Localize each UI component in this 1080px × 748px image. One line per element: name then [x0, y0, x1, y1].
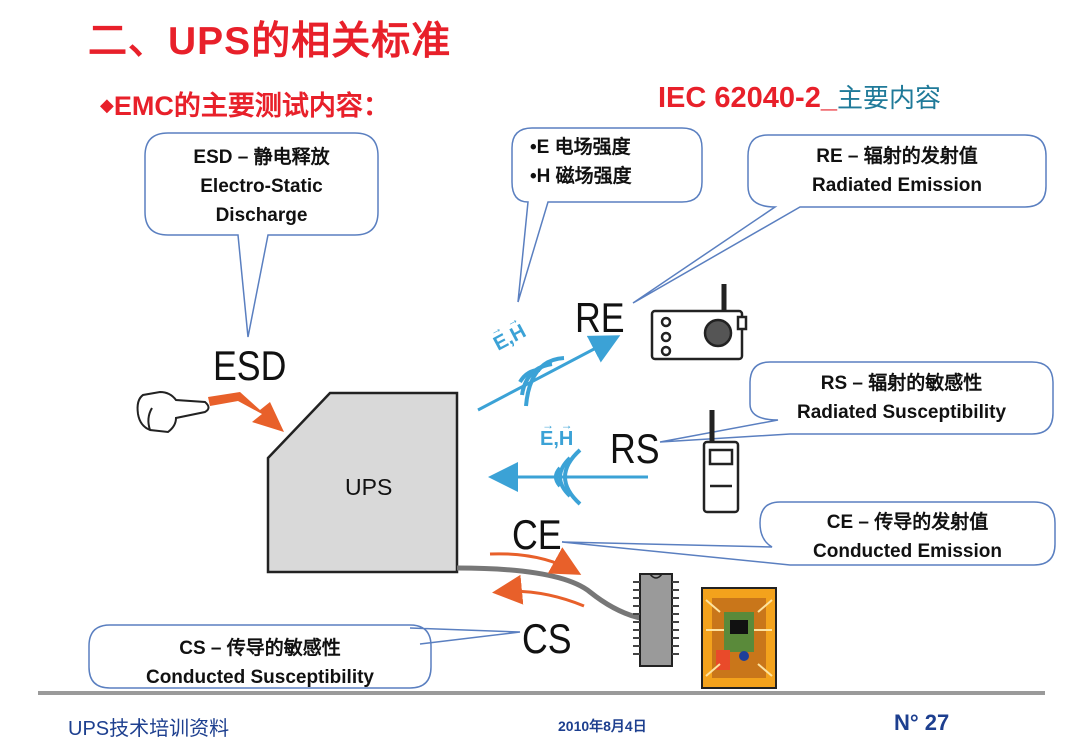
rs-label: RS	[610, 425, 660, 472]
ce-label: CE	[512, 511, 562, 558]
chip-die-icon	[701, 587, 777, 689]
footer-date: 2010年8月4日	[558, 718, 647, 734]
esd-discharge-arrow	[208, 392, 284, 432]
cs-callout: CS – 传导的敏感性 Conducted Susceptibility	[145, 638, 375, 688]
re-callout: RE – 辐射的发射值 Radiated Emission	[812, 146, 982, 196]
subtitle: ◆EMC的主要测试内容：	[100, 91, 390, 121]
ce-callout-bubble	[561, 501, 1056, 566]
walkie-talkie-icon	[702, 410, 740, 514]
standard-heading: IEC 62040-2_主要内容	[658, 82, 941, 114]
cs-label: CS	[522, 615, 572, 662]
cs-callout-bubble	[88, 624, 521, 689]
rs-callout-bubble	[659, 361, 1054, 443]
ups-label: UPS	[345, 474, 393, 500]
ups-cabinet-shape	[266, 391, 459, 574]
pointing-hand-icon	[136, 390, 210, 434]
ups-cable	[456, 565, 641, 621]
re-callout-bubble	[632, 134, 1047, 304]
page-title: 二、UPS的相关标准	[88, 20, 452, 63]
re-label: RE	[575, 294, 625, 341]
cs-susceptibility-arrow	[492, 574, 585, 608]
footer-course-title: UPS技术培训资料	[68, 718, 230, 740]
field-callout-bubble	[511, 127, 703, 303]
diamond-bullet-icon: ◆	[100, 95, 114, 115]
rs-eh-label: → → E,H	[540, 418, 574, 450]
ce-callout: CE – 传导的发射值 Conducted Emission	[813, 512, 1002, 562]
field-callout: •E 电场强度 •H 磁场强度	[530, 137, 632, 187]
rs-callout: RS – 辐射的敏感性 Radiated Susceptibility	[796, 373, 1007, 423]
ce-emission-arrow	[489, 547, 582, 575]
ic-chip-icon	[633, 573, 679, 667]
re-wave-icon	[518, 356, 565, 407]
esd-label: ESD	[213, 342, 287, 389]
re-emission-arrow	[477, 335, 621, 412]
radio-device-icon	[650, 284, 748, 361]
esd-callout: ESD – 静电释放 Electro-Static Discharge	[193, 147, 330, 226]
footer-page-number: N° 27	[894, 710, 950, 735]
rs-eh-vector-arrows-icon: → →	[542, 418, 573, 432]
esd-callout-bubble	[144, 132, 379, 338]
rs-wave-icon	[554, 448, 582, 506]
